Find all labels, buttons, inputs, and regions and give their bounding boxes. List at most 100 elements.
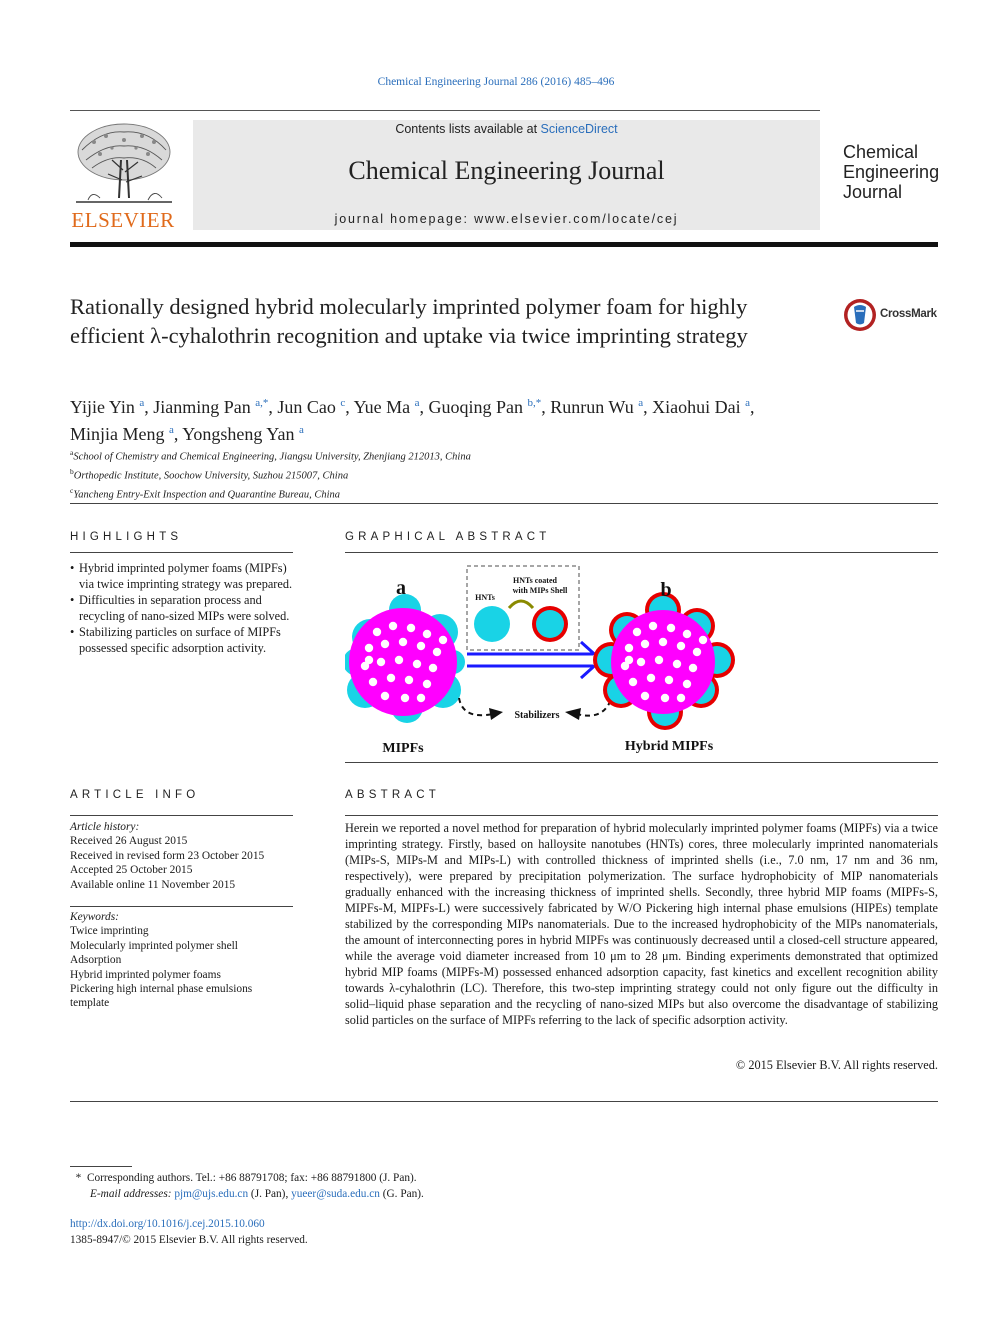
keyword: Molecularly imprinted polymer shell [70,939,238,952]
pore [412,659,422,669]
issn-line: 1385-8947/© 2015 Elsevier B.V. All right… [70,1234,308,1246]
history-item: Received in revised form 23 October 2015 [70,849,265,862]
divider [70,503,938,504]
corresponding-note: * Corresponding authors. Tel.: +86 88791… [70,1170,770,1186]
pore [646,673,656,683]
article-title: Rationally designed hybrid molecularly i… [70,294,748,348]
pore [666,623,676,633]
highlight-item: Difficulties in separation process and r… [70,592,300,624]
email-owner: (G. Pan). [379,1188,424,1200]
article-history: Article history: Received 26 August 2015… [70,820,300,892]
author-list: Yijie Yin a, Jianming Pan a,*, Jun Cao c… [70,392,920,446]
hnt-inset-box [466,565,580,651]
email-label: E-mail addresses: [90,1188,172,1200]
stabilizers-label: Stabilizers [515,710,560,721]
crossmark-icon [844,299,876,331]
author[interactable]: Minjia Meng a, [70,424,183,444]
pore [380,639,390,649]
author[interactable]: Guoqing Pan b,*, [428,397,551,417]
hnt-particle [474,606,510,642]
affiliation: aSchool of Chemistry and Chemical Engine… [70,448,471,463]
sciencedirect-link[interactable]: ScienceDirect [540,122,618,136]
corresponding-text: Corresponding authors. Tel.: +86 8879170… [86,1172,417,1184]
article-info-heading: ARTICLE INFO [70,789,200,801]
email-link[interactable]: yueer@suda.edu.cn [291,1188,380,1200]
email-note: E-mail addresses: pjm@ujs.edu.cn (J. Pan… [70,1186,770,1202]
pore [676,641,686,651]
pore [624,655,634,665]
highlight-item: Hybrid imprinted polymer foams (MIPFs) v… [70,560,300,592]
pore [394,655,404,665]
elsevier-logo[interactable]: ELSEVIER [70,120,180,232]
journal-banner: Contents lists available at ScienceDirec… [193,120,820,230]
mipf-particle [345,594,465,723]
pore [404,675,414,685]
pore [416,693,426,703]
pore [428,663,438,673]
pore [416,641,426,651]
pore [628,677,638,687]
arrowhead-left [489,708,503,720]
pore [364,655,374,665]
pore [432,647,442,657]
keyword: Hybrid imprinted polymer foams [70,968,221,981]
author[interactable]: Xiaohui Dai a, [652,397,755,417]
affiliations: aSchool of Chemistry and Chemical Engine… [70,446,870,503]
hnts-coated-label: HNTs coated [513,576,557,585]
divider [70,552,293,553]
journal-cover-title[interactable]: Chemical Engineering Journal [843,142,943,202]
panel-a-label: a [396,577,406,599]
pore [422,629,432,639]
doi-link[interactable]: http://dx.doi.org/10.1016/j.cej.2015.10.… [70,1218,265,1230]
author[interactable]: Yue Ma a, [353,397,429,417]
divider [345,815,938,816]
pore [692,647,702,657]
pore [640,691,650,701]
pore [676,693,686,703]
keywords: Keywords: Twice imprinting Molecularly i… [70,910,300,1011]
author[interactable]: Yijie Yin a, [70,397,154,417]
pore [648,621,658,631]
stabilizer-arrow-left [458,697,494,717]
keyword: Twice imprinting [70,925,149,938]
history-item: Received 26 August 2015 [70,835,188,848]
pore [636,657,646,667]
journal-citation[interactable]: Chemical Engineering Journal 286 (2016) … [377,76,615,88]
author[interactable]: Jun Cao c, [277,397,354,417]
pore [640,639,650,649]
pore [360,661,370,671]
pore [664,675,674,685]
cover-title-line: Journal [843,182,903,202]
pore [620,661,630,671]
highlights-heading: HIGHLIGHTS [70,531,183,543]
graphical-abstract-heading: GRAPHICAL ABSTRACT [345,531,551,543]
coating-arrow [507,599,535,610]
pore [422,679,432,689]
hnts-label: HNTs [475,593,495,602]
author[interactable]: Runrun Wu a, [550,397,653,417]
pore [632,627,642,637]
keyword: Adsorption [70,954,122,967]
divider [70,906,293,907]
author[interactable]: Jianming Pan a,*, [153,397,278,417]
divider [345,762,938,763]
pore [376,657,386,667]
abstract-heading: ABSTRACT [345,789,440,801]
coated-hnt-core [536,610,564,638]
pore [386,673,396,683]
journal-name[interactable]: Chemical Engineering Journal [348,156,665,185]
cover-title-line: Engineering [843,162,940,182]
keyword: template [70,997,110,1010]
pore [698,635,708,645]
author[interactable]: Yongsheng Yan a [182,424,304,444]
email-link[interactable]: pjm@ujs.edu.cn [174,1188,249,1200]
pore [400,693,410,703]
pore [682,679,692,689]
graphical-abstract-figure[interactable]: a MIPFs HNTs HNTs coated with MIPs Shell… [345,562,735,762]
pore [682,629,692,639]
header-top-rule [70,110,820,111]
affiliation: bOrthopedic Institute, Soochow Universit… [70,467,349,482]
abstract-copyright: © 2015 Elsevier B.V. All rights reserved… [735,1058,938,1072]
crossmark-badge[interactable]: CrossMark [843,298,943,332]
journal-homepage[interactable]: journal homepage: www.elsevier.com/locat… [334,212,679,226]
